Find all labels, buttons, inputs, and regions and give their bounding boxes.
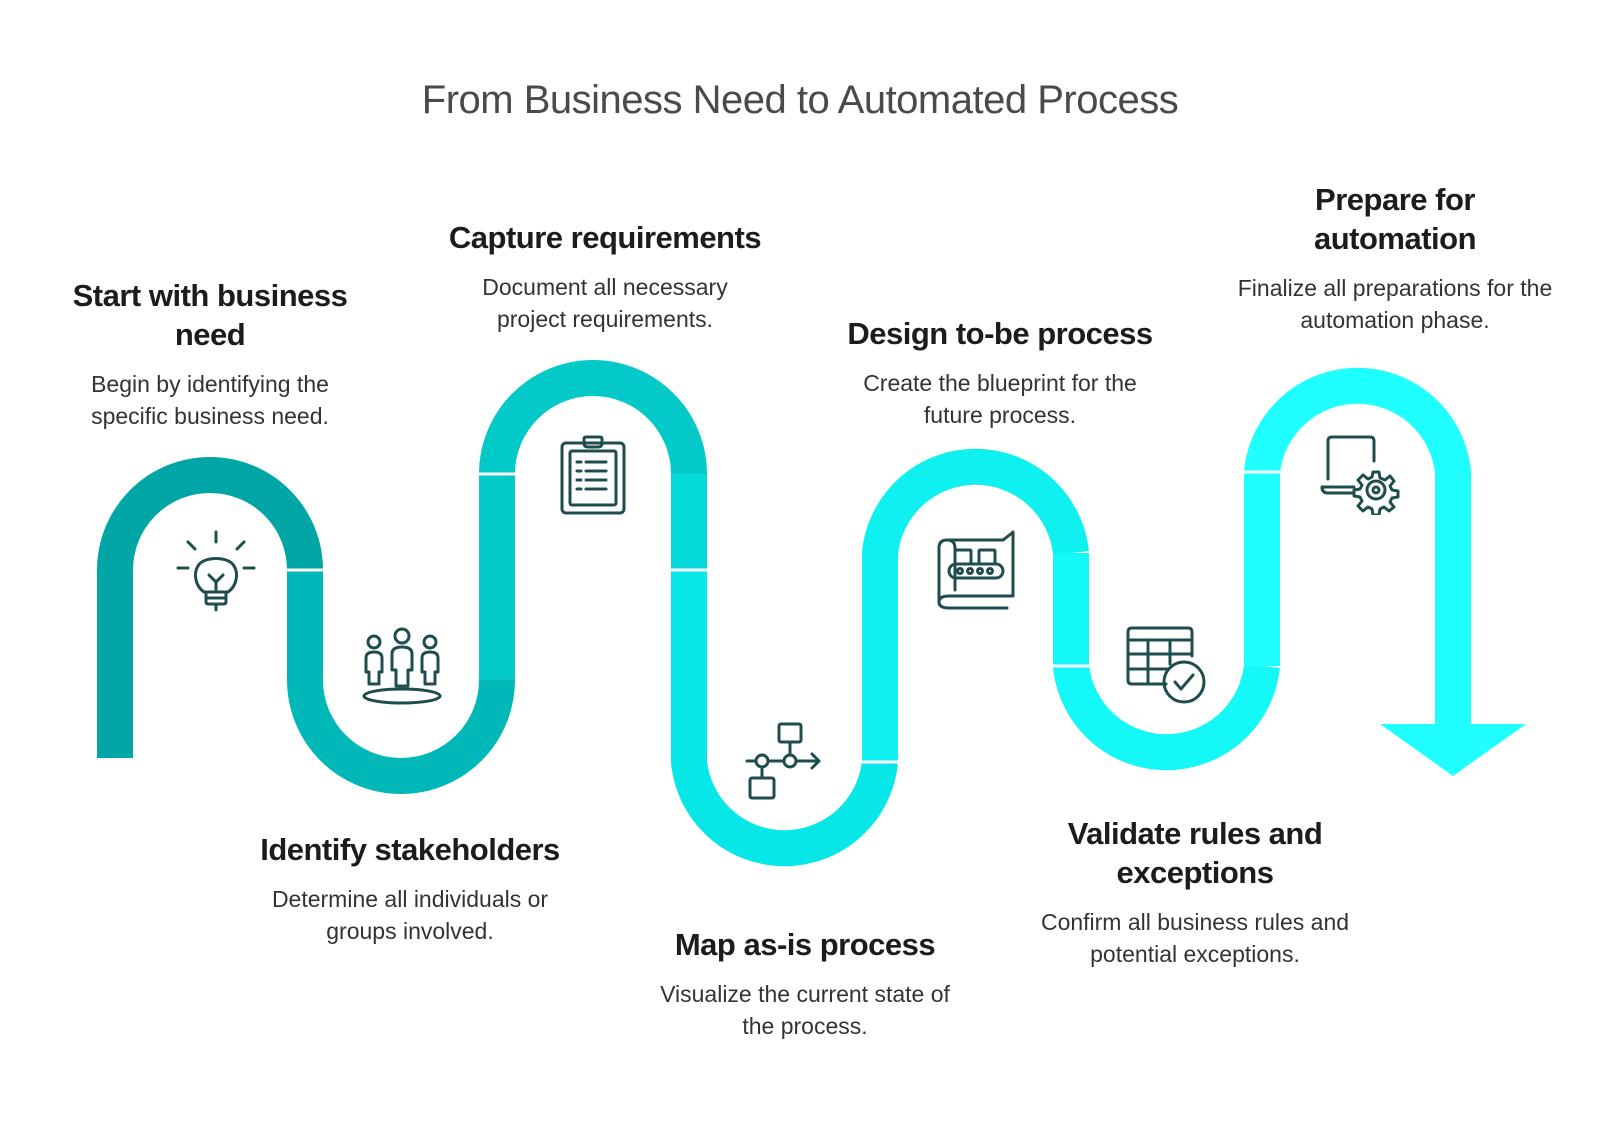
step-description: Confirm all business rules and potential… [1040,909,1350,967]
road-segment [1053,553,1280,771]
step-description: Finalize all preparations for the automa… [1237,275,1553,333]
step-description: Visualize the current state of the proce… [660,981,950,1039]
flowchart-icon [745,722,825,802]
step-prepare-automation: Prepare for automation Finalize all prep… [1210,180,1580,336]
step-heading: Start with business need [72,278,348,352]
step-description: Create the blueprint for the future proc… [863,370,1137,428]
step-start-business-need: Start with business need Begin by identi… [55,276,365,432]
step-heading: Capture requirements [448,220,762,255]
step-description: Begin by identifying the specific busine… [91,371,329,429]
road-segment [862,448,1089,762]
step-heading: Prepare for automation [1313,182,1477,256]
step-description: Determine all individuals or groups invo… [271,886,549,944]
step-design-to-be: Design to-be process Create the blueprin… [820,314,1180,431]
road-segment [671,570,898,867]
road-arrow-head [1380,724,1526,776]
road-segment [287,570,515,794]
step-description: Document all necessary project requireme… [482,274,728,332]
blueprint-icon [935,530,1017,610]
page-title: From Business Need to Automated Process [421,78,1179,122]
step-heading: Validate rules and exceptions [1067,816,1323,890]
stakeholders-icon [360,626,444,706]
laptop-gear-icon [1318,435,1404,515]
step-map-as-is: Map as-is process Visualize the current … [630,925,980,1042]
road-segment [97,457,323,758]
step-capture-requirements: Capture requirements Document all necess… [425,218,785,335]
step-identify-stakeholders: Identify stakeholders Determine all indi… [235,830,585,947]
step-heading: Identify stakeholders [260,832,560,867]
step-validate-rules: Validate rules and exceptions Confirm al… [1020,814,1370,970]
clipboard-icon [558,435,628,517]
table-check-icon [1126,626,1210,708]
road-segment [479,360,707,680]
road-segment [1244,367,1471,724]
step-heading: Map as-is process [674,927,936,962]
lightbulb-icon [176,530,256,620]
step-heading: Design to-be process [847,316,1153,351]
